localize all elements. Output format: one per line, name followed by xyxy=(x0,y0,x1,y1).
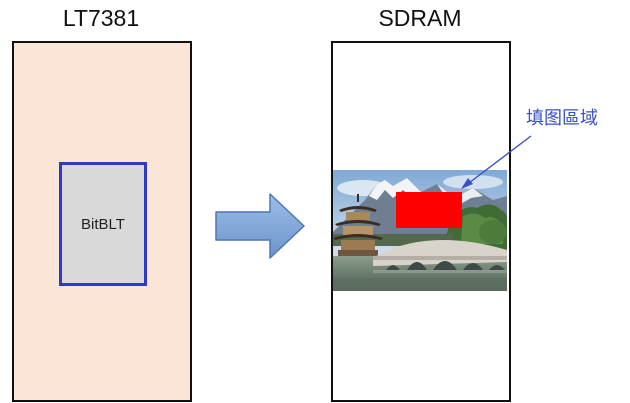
fill-region xyxy=(396,192,462,228)
fill-region-label: 填图區域 xyxy=(526,108,598,129)
bitblt-label: BitBLT xyxy=(81,215,125,233)
landscape-photo xyxy=(333,170,507,291)
sdram-title: SDRAM xyxy=(378,5,462,31)
right-block-arrow-icon xyxy=(215,193,305,259)
lt7381-title: LT7381 xyxy=(62,5,140,31)
pointer-arrow-icon xyxy=(461,135,532,189)
bitblt-block: BitBLT xyxy=(59,162,147,286)
